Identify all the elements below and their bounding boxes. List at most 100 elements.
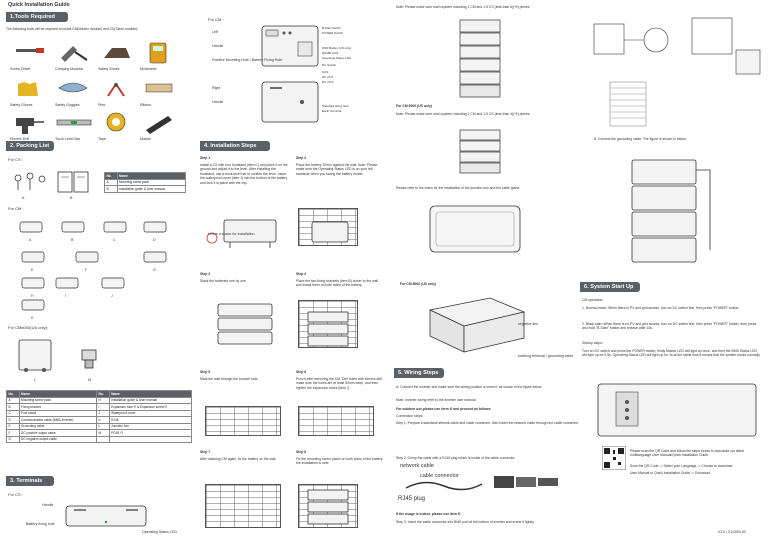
step-title: Step 7	[200, 450, 211, 454]
packing-for-cm6000: For CM6000(US only):	[8, 325, 49, 330]
cm-label-left: Handle	[212, 44, 224, 48]
cm8000-drawing	[428, 297, 526, 353]
tool-item: Crimping Modular	[55, 40, 99, 71]
step-text: Punch after removing the CM. Drill holes…	[296, 377, 383, 390]
wiring-header: 5. Wiring Steps	[394, 368, 444, 378]
junction-box-icon	[18, 339, 52, 372]
ground-label: negative line	[518, 322, 539, 326]
tool-label: Multimeter	[140, 67, 157, 71]
terminal-label-fixing: Battery fixing hole	[26, 522, 55, 526]
tool-item: Truck Level Bar	[55, 110, 99, 141]
pin-table-drawing	[609, 81, 647, 127]
tool-label: Plier	[98, 103, 106, 107]
cs-row-no: B	[104, 185, 118, 193]
manual-icon	[57, 171, 89, 193]
cm-item-b-icon	[61, 221, 85, 233]
step-title: Step 8	[296, 450, 307, 454]
cm-item-i-icon	[55, 277, 79, 289]
step-text: Stack the batteries one by one.	[200, 279, 247, 283]
cm-label-right: Operating Status LED	[322, 56, 352, 60]
connection-steps: Connection steps:	[396, 414, 424, 418]
terminal-label-led: Operating Status LED	[142, 530, 177, 534]
cm-item-h-icon	[21, 277, 45, 289]
stack-4-drawing	[459, 129, 501, 174]
goggles-icon	[58, 82, 88, 93]
tool-item: Plier	[98, 76, 142, 107]
wiring-step2: Step 2: Crimp the cable with a RJ45 plug…	[396, 456, 516, 460]
connector-drawing	[494, 476, 558, 488]
step6-wall	[298, 406, 374, 436]
terminals-for-cs: For CS :	[8, 492, 23, 497]
cable-connector-label: cable connector	[420, 473, 459, 479]
tool-label: Safety Gloves	[10, 103, 33, 107]
cm-module-drawing	[261, 25, 319, 123]
qr-code-icon[interactable]	[602, 446, 626, 470]
cm-item-letter: J	[111, 294, 113, 298]
screw-pack-icon	[14, 172, 46, 190]
tool-item: Marker	[140, 110, 184, 141]
table-cell: DC negative output cable	[18, 435, 98, 443]
cm6000-title: For CM 6000 (US only)	[396, 104, 432, 108]
tool-label: Safety Shoes	[98, 67, 120, 71]
cm-label-right: B Start Switch	[322, 26, 341, 30]
crimping-tool-icon	[61, 46, 88, 62]
tape-icon	[106, 112, 126, 132]
rj45-label: RJ45 plug	[398, 496, 426, 502]
cm-item-letter: K	[31, 316, 34, 320]
cm-label-right: RS485 CAN	[322, 51, 339, 55]
cm-item-letter: E	[31, 268, 34, 272]
cm-item-f-icon	[75, 251, 99, 263]
qr-text: Please scan the QR Code and follow the s…	[630, 449, 745, 458]
indoor-title: If the usage is indoor, please use item …	[396, 512, 461, 516]
ground-stack-drawing	[631, 159, 711, 263]
tool-item: Ribbon	[140, 76, 184, 107]
wiring-p2: Note: Inverter wiring refer to the inver…	[396, 398, 477, 402]
cm-item-letter: B	[71, 238, 74, 242]
cs-row-name: Installation guide & User manual	[116, 185, 187, 193]
cm-label-right: DC OUT	[322, 75, 334, 79]
step5-wall	[205, 406, 281, 436]
cable-drawing	[405, 481, 483, 491]
step-text: Mark the wall through the bracket hole.	[200, 377, 259, 381]
wiring-diagram	[593, 17, 761, 75]
step-text: Place the two fixing brackets (item B) c…	[296, 279, 378, 288]
cm-label-right: POWER Switch	[322, 31, 344, 35]
cm-label-right: RSD Button (US only)	[322, 46, 352, 50]
step-title: Step 2	[296, 156, 307, 160]
step-title: Step 4	[296, 272, 307, 276]
step-text: After stacking CM again, fix the battery…	[200, 457, 277, 461]
step1-drawing	[206, 219, 277, 248]
op-normal: 1. Normal mode: When there is PV and gri…	[582, 306, 740, 310]
marker-icon	[146, 116, 172, 134]
cm-label-left: Handle	[212, 100, 224, 104]
safety-shoes-icon	[104, 48, 130, 58]
cm-label-left: Right	[212, 86, 221, 90]
control-panel-drawing	[597, 383, 757, 437]
install-for-cm: For CM :	[208, 17, 224, 22]
step7-wall	[205, 484, 281, 528]
pg45-icon	[81, 349, 97, 369]
screwdriver-icon	[16, 48, 44, 53]
packing-for-cm: For CM :	[8, 206, 24, 211]
wiring-step1: Step 1: Prepare a standard network cable…	[396, 421, 579, 425]
cm-item-letter: C	[113, 238, 116, 242]
outdoor-title: For outdoor use,please use form K and pr…	[396, 407, 491, 411]
step-text: Fix the mounting screw packs on both sid…	[296, 457, 384, 466]
cm-item-a-icon	[19, 221, 43, 233]
step4-battery	[307, 311, 349, 347]
cm-item-letter: D	[153, 238, 156, 242]
tool-item: Screw Driver	[10, 40, 54, 71]
multimeter-icon	[149, 42, 167, 64]
cm-label-right: CAN	[322, 70, 329, 74]
drill-icon	[16, 118, 44, 134]
tool-label: Marker	[140, 137, 152, 141]
doc-code: V1.0 | 3.3.0000.00	[718, 530, 746, 534]
cs-module-drawing	[65, 505, 147, 527]
startup-text: Turn on DC switch and press the POWER sw…	[582, 349, 761, 358]
cm6000-item-m: M	[88, 378, 91, 382]
step-text: Install a CS with four footstand (item C…	[200, 163, 288, 185]
tool-item: Safety Goggles	[55, 76, 99, 107]
